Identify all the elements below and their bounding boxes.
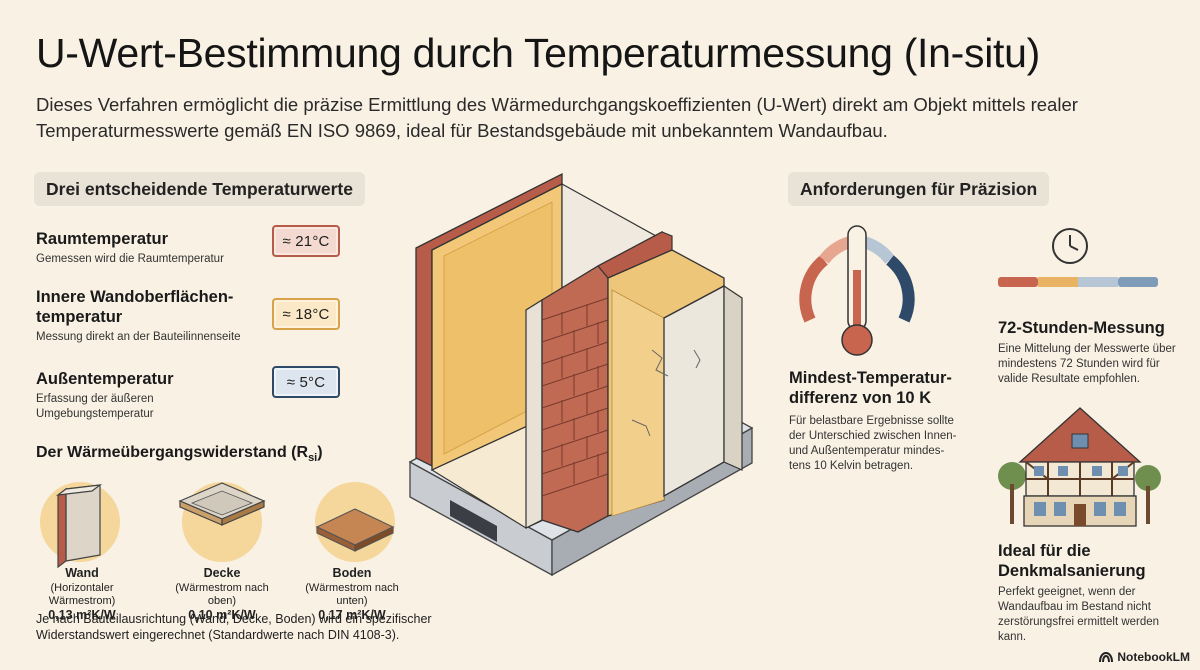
ceiling-panel-icon bbox=[178, 482, 266, 562]
temp-item-desc-line1: Erfassung der äußeren bbox=[36, 393, 154, 405]
hours-title: 72-Stunden-Messung bbox=[998, 319, 1165, 337]
page-title: U-Wert-Bestimmung durch Temperaturmessun… bbox=[36, 30, 1040, 76]
timeline-bar-icon bbox=[998, 277, 1158, 287]
heritage-desc-2: Wandaufbau im Bestand nicht bbox=[998, 601, 1151, 613]
temp-difference-title-line2: differenz von 10 K bbox=[789, 389, 932, 407]
wall-cross-section-illustration bbox=[408, 172, 754, 577]
temp-item-room: Raumtemperatur Gemessen wird die Raumtem… bbox=[36, 229, 224, 267]
temp-difference-desc-2: der Unterschied zwischen Innen- bbox=[789, 430, 957, 442]
temp-item-title-line2: temperatur bbox=[36, 308, 123, 326]
hours-desc-3: valide Resultate empfohlen. bbox=[998, 373, 1140, 385]
clock-icon bbox=[1052, 228, 1088, 264]
temp-difference-block: Mindest-Temperatur- differenz von 10 K F… bbox=[789, 368, 956, 474]
rsi-note: Je nach Bauteilausrichtung (Wand, Decke,… bbox=[36, 612, 432, 642]
heritage-desc-3: zerstörungsfrei ermittelt werden bbox=[998, 616, 1160, 628]
temp-item-desc: Messung direkt an der Bauteilinnenseite bbox=[36, 331, 241, 343]
temp-difference-title-line1: Mindest-Temperatur- bbox=[789, 369, 952, 387]
heritage-block: Ideal für die Denkmalsanierung Perfekt g… bbox=[998, 541, 1159, 645]
heritage-desc-4: kann. bbox=[998, 631, 1027, 643]
temp-badge-outside: ≈ 5°C bbox=[272, 366, 340, 398]
temp-difference-desc-3: und Außentemperatur mindes- bbox=[789, 445, 945, 457]
temp-item-inner-surface: Innere Wandoberflächen- temperatur Messu… bbox=[36, 287, 241, 345]
section-heading-temperatures: Drei entscheidende Temperaturwerte bbox=[34, 172, 365, 206]
heritage-title-line1: Ideal für die bbox=[998, 542, 1091, 560]
temp-item-title: Außentemperatur bbox=[36, 370, 174, 388]
rsi-ceiling-caption: Decke(Wärmestrom nach oben)0,10 m²K/W bbox=[175, 566, 269, 622]
temp-item-desc-line2: Umgebungstemperatur bbox=[36, 408, 154, 420]
notebooklm-logo: NotebookLM bbox=[1099, 650, 1190, 664]
temp-item-title-line1: Innere Wandoberflächen- bbox=[36, 288, 234, 306]
hours-desc-2: mindestens 72 Stunden wird für bbox=[998, 358, 1160, 370]
temp-difference-desc-1: Für belastbare Ergebnisse sollte bbox=[789, 415, 954, 427]
temp-item-desc: Gemessen wird die Raumtemperatur bbox=[36, 253, 224, 265]
thermometer-gauge-icon bbox=[799, 225, 915, 356]
rsi-floor-caption: Boden(Wärmestrom nach unten)0,17 m²K/W bbox=[305, 566, 399, 622]
heritage-title-line2: Denkmalsanierung bbox=[998, 562, 1146, 580]
temp-badge-room: ≈ 21°C bbox=[272, 225, 340, 257]
temp-item-title: Raumtemperatur bbox=[36, 230, 169, 248]
notebooklm-logo-icon bbox=[1099, 651, 1114, 663]
page-subtitle: Dieses Verfahren ermöglicht die präzise … bbox=[36, 94, 1078, 141]
rsi-heading: Der Wärmeübergangswiderstand (Rsi) bbox=[36, 444, 323, 465]
temp-item-outside: Außentemperatur Erfassung der äußeren Um… bbox=[36, 369, 174, 422]
hours-block: 72-Stunden-Messung Eine Mittelung der Me… bbox=[998, 318, 1176, 387]
floor-panel-icon bbox=[315, 482, 395, 562]
temp-difference-desc-4: tens 10 Kelvin betragen. bbox=[789, 460, 914, 472]
hours-desc-1: Eine Mittelung der Messwerte über bbox=[998, 343, 1176, 355]
historic-house-icon bbox=[998, 407, 1161, 527]
heritage-desc-1: Perfekt geeignet, wenn der bbox=[998, 586, 1136, 598]
notebooklm-logo-text: NotebookLM bbox=[1117, 650, 1190, 664]
rsi-wall-caption: Wand(Horizontaler Wärmestrom)0,13 m²K/W bbox=[48, 566, 116, 622]
wall-panel-icon bbox=[40, 482, 120, 569]
temp-badge-inner-surface: ≈ 18°C bbox=[272, 298, 340, 330]
section-heading-requirements: Anforderungen für Präzision bbox=[788, 172, 1050, 206]
